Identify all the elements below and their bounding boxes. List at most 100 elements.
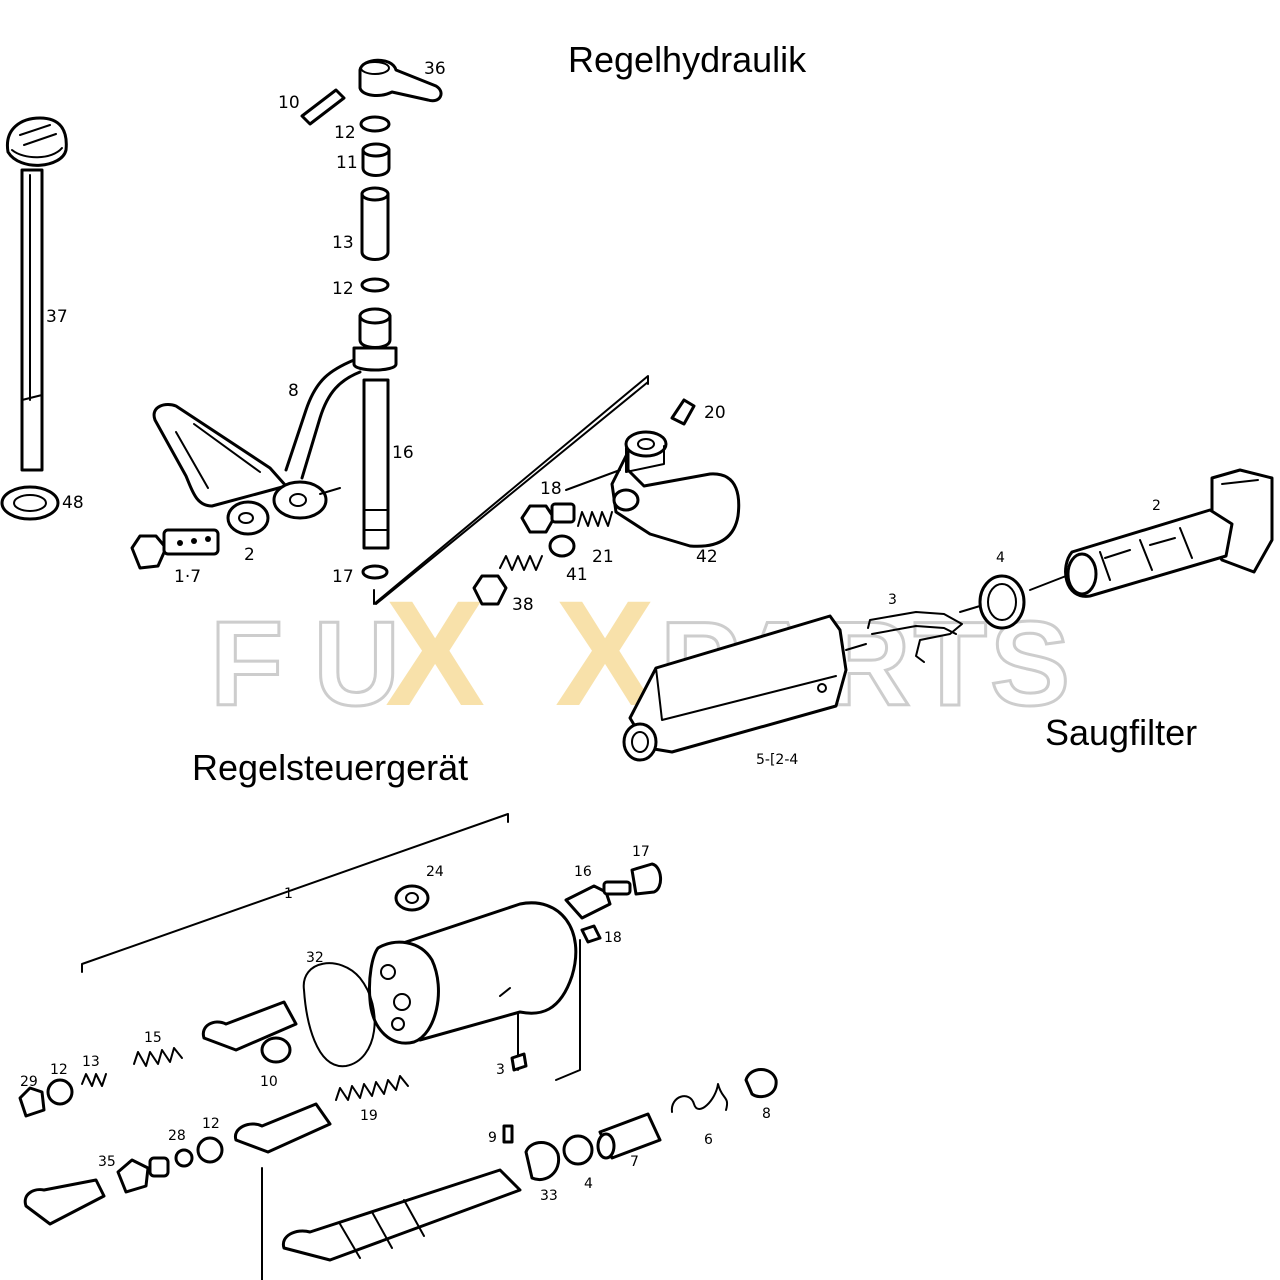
callout-16: 16 bbox=[392, 443, 414, 463]
callout-36: 36 bbox=[424, 59, 446, 79]
lever-icon bbox=[358, 58, 443, 103]
callout-12b: 12 bbox=[332, 279, 354, 299]
callout-8: 8 bbox=[288, 381, 299, 401]
callout-13: 13 bbox=[332, 233, 354, 253]
plug-29 bbox=[18, 1086, 46, 1118]
callout-l-4: 4 bbox=[584, 1176, 593, 1192]
callout-l-28: 28 bbox=[168, 1128, 186, 1144]
ring-17 bbox=[361, 564, 389, 580]
callout-l-15: 15 bbox=[144, 1030, 162, 1046]
callout-l-17: 17 bbox=[632, 844, 650, 860]
filter-cartridge-icon bbox=[1064, 508, 1234, 598]
callout-l-32: 32 bbox=[306, 950, 324, 966]
callout-18: 18 bbox=[540, 479, 562, 499]
nut-35 bbox=[116, 1158, 150, 1194]
callout-l-12b: 12 bbox=[202, 1116, 220, 1132]
bolt-1-7 bbox=[130, 534, 168, 570]
callout-l-10: 10 bbox=[260, 1074, 278, 1090]
suction-filter-assembly bbox=[622, 468, 1274, 762]
callout-l-1: 1 bbox=[284, 886, 293, 902]
callout-42: 42 bbox=[696, 547, 718, 567]
callout-2a: 2 bbox=[244, 545, 255, 565]
callout-11: 11 bbox=[336, 153, 358, 173]
callout-10: 10 bbox=[278, 93, 300, 113]
spool-upper bbox=[201, 1000, 298, 1052]
callout-l-9: 9 bbox=[488, 1130, 497, 1146]
bushing-right bbox=[272, 480, 328, 520]
callout-l-12a: 12 bbox=[50, 1062, 68, 1078]
callout-l-7: 7 bbox=[630, 1154, 639, 1170]
callout-l-6: 6 bbox=[704, 1132, 713, 1148]
washer-4 bbox=[562, 1134, 594, 1166]
block-42 bbox=[610, 450, 741, 548]
seal-ring-48 bbox=[0, 485, 60, 521]
washer-28 bbox=[174, 1148, 194, 1168]
fitting-16 bbox=[564, 884, 612, 920]
gasket-32 bbox=[302, 962, 376, 1068]
shaft-16 bbox=[362, 378, 390, 550]
washer-2 bbox=[226, 500, 270, 536]
spring-41 bbox=[499, 555, 543, 571]
callout-12a: 12 bbox=[334, 123, 356, 143]
spool-middle bbox=[233, 1102, 332, 1154]
cap-8 bbox=[744, 1068, 778, 1099]
callout-l-24: 24 bbox=[426, 864, 444, 880]
callout-l-3: 3 bbox=[496, 1062, 505, 1078]
valve-block-assembly bbox=[373, 375, 741, 606]
valve-housing bbox=[398, 901, 578, 1042]
washer-12-lower bbox=[46, 1078, 74, 1106]
assembly-bracket-1 bbox=[81, 813, 509, 973]
bolt-18 bbox=[520, 504, 556, 534]
title-regelhydraulik: Regelhydraulik bbox=[568, 39, 807, 80]
washer-12-mid bbox=[360, 277, 390, 293]
callout-20: 20 bbox=[704, 403, 726, 423]
callouts-upper: 36 10 12 11 13 12 37 8 16 48 2 1·7 17 20… bbox=[46, 59, 1161, 768]
callout-l-35: 35 bbox=[98, 1154, 116, 1170]
callout-3: 3 bbox=[888, 592, 897, 608]
seal-ring-4 bbox=[978, 574, 1026, 630]
dipstick-assembly bbox=[0, 116, 68, 521]
plug-20 bbox=[670, 398, 696, 426]
pin-9 bbox=[502, 1124, 514, 1144]
main-spool bbox=[281, 1168, 522, 1262]
washer-24 bbox=[394, 884, 430, 912]
nut-10 bbox=[260, 1036, 292, 1064]
plug-3 bbox=[510, 1052, 528, 1072]
title-saugfilter: Saugfilter bbox=[1045, 712, 1197, 753]
spring-19 bbox=[335, 1075, 409, 1101]
callout-1-7: 1·7 bbox=[174, 567, 201, 587]
title-regelsteuergeraet: Regelsteuergerät bbox=[192, 747, 468, 788]
plug-18 bbox=[580, 924, 602, 944]
spring-6 bbox=[670, 1083, 728, 1113]
callout-37: 37 bbox=[46, 307, 68, 327]
callout-4: 4 bbox=[996, 550, 1005, 566]
spring-21 bbox=[577, 511, 613, 527]
callout-5-2-4: 5-[2-4 bbox=[756, 752, 798, 768]
callout-l-13: 13 bbox=[82, 1054, 100, 1070]
washer-41 bbox=[548, 534, 576, 558]
spring-15 bbox=[133, 1047, 183, 1067]
sleeve-13 bbox=[360, 192, 390, 261]
piston-33 bbox=[524, 1141, 561, 1181]
callout-l-19: 19 bbox=[360, 1108, 378, 1124]
plug-17 bbox=[630, 862, 662, 896]
callout-48: 48 bbox=[62, 493, 84, 513]
plunger-35 bbox=[23, 1178, 106, 1226]
lever-shaft-assembly bbox=[130, 58, 443, 580]
callout-l-29: 29 bbox=[20, 1074, 38, 1090]
callout-l-33: 33 bbox=[540, 1188, 558, 1204]
plug-38 bbox=[472, 574, 508, 606]
callout-21: 21 bbox=[592, 547, 614, 567]
dipstick-rod bbox=[20, 168, 44, 472]
callout-41: 41 bbox=[566, 565, 588, 585]
callout-2b: 2 bbox=[1152, 498, 1161, 514]
pin-10 bbox=[300, 88, 346, 126]
callout-38: 38 bbox=[512, 595, 534, 615]
callout-l-16: 16 bbox=[574, 864, 592, 880]
watermark-fu: FU bbox=[210, 597, 400, 731]
control-unit-assembly bbox=[18, 813, 778, 1280]
callouts-lower: 1 24 16 17 18 32 15 29 12 13 10 3 19 28 … bbox=[20, 844, 771, 1204]
link-arm-8 bbox=[284, 358, 356, 472]
cap-icon bbox=[5, 116, 68, 167]
